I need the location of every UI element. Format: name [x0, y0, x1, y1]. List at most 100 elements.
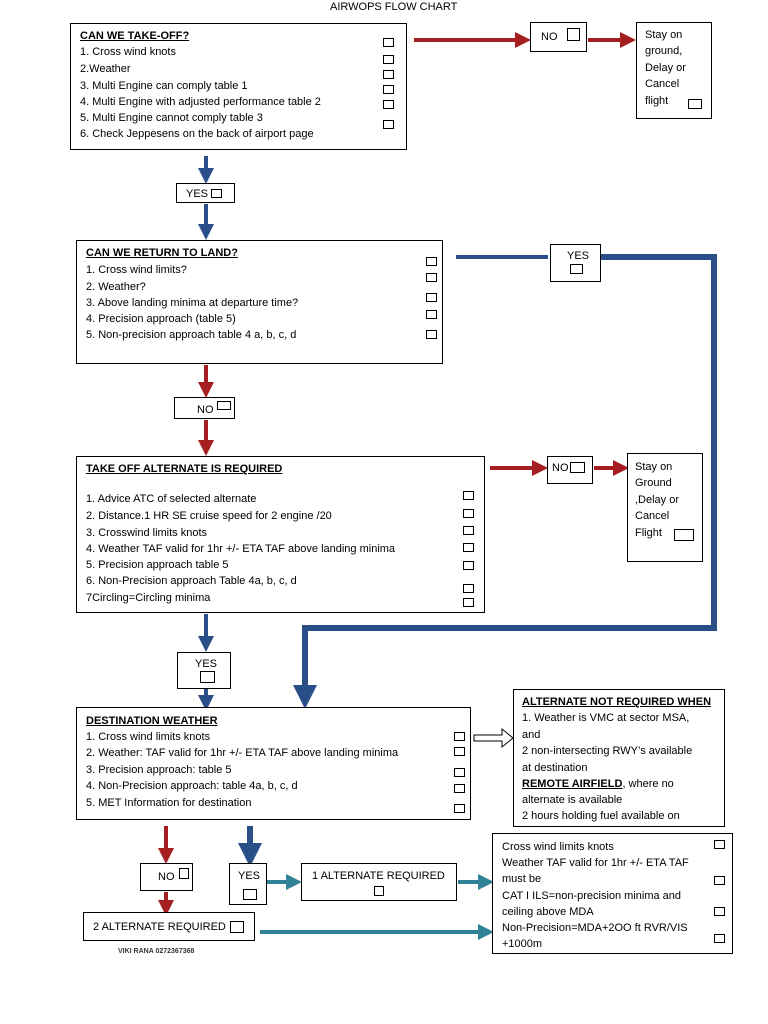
not-required-line: at destination: [522, 762, 588, 774]
return-item: 3. Above landing minima at departure tim…: [86, 297, 299, 309]
return-item: 5. Non-precision approach table 4 a, b, …: [86, 329, 297, 341]
not-required-line: alternate is available: [522, 794, 623, 806]
takeoff-box: CAN WE TAKE-OFF? 1. Cross wind knots 2.W…: [70, 23, 407, 150]
stay-text: flight: [645, 95, 669, 107]
takeoff-no-box: NO: [530, 22, 587, 52]
checkbox[interactable]: [383, 85, 394, 94]
stay-text: ,Delay or: [635, 494, 680, 506]
checkbox[interactable]: [463, 526, 474, 535]
not-required-line: and: [522, 729, 541, 741]
checkbox[interactable]: [463, 598, 474, 607]
destination-box: DESTINATION WEATHER 1. Cross wind limits…: [76, 707, 471, 820]
return-box: CAN WE RETURN TO LAND? 1. Cross wind lim…: [76, 240, 443, 364]
destination-title: DESTINATION WEATHER: [86, 715, 218, 727]
checkbox[interactable]: [426, 293, 437, 302]
checkbox[interactable]: [463, 543, 474, 552]
remote-airfield-rest: , where no: [622, 778, 674, 790]
yes-label: YES: [195, 658, 218, 670]
destination-item: 5. MET Information for destination: [86, 797, 252, 809]
requirement-line: ceiling above MDA: [502, 906, 594, 918]
checkbox[interactable]: [383, 38, 394, 47]
yes-box-3: YES: [177, 652, 231, 689]
takeoff-item: 3. Multi Engine can comply table 1: [80, 80, 248, 92]
checkbox[interactable]: [454, 747, 465, 756]
no-label: NO: [197, 404, 214, 416]
destination-item: 2. Weather: TAF valid for 1hr +/- ETA TA…: [86, 747, 399, 759]
checkbox[interactable]: [714, 907, 725, 916]
alternate-box: TAKE OFF ALTERNATE IS REQUIRED 1. Advice…: [76, 456, 485, 613]
remote-airfield-line: REMOTE AIRFIELD, where no: [522, 776, 674, 792]
checkbox[interactable]: [570, 264, 583, 274]
takeoff-item: 5. Multi Engine cannot comply table 3: [80, 112, 263, 124]
no-box-4: NO: [140, 863, 193, 891]
checkbox[interactable]: [714, 934, 725, 943]
takeoff-item: 1. Cross wind knots: [80, 46, 176, 58]
checkbox[interactable]: [714, 876, 725, 885]
two-alternate-box: 2 ALTERNATE REQUIRED: [83, 912, 255, 941]
takeoff-item: 6. Check Jeppesens on the back of airpor…: [80, 128, 314, 140]
stay-text: Delay or: [645, 62, 686, 74]
checkbox[interactable]: [463, 561, 474, 570]
requirement-line: Non-Precision=MDA+2OO ft RVR/VIS: [502, 922, 688, 934]
checkbox[interactable]: [426, 257, 437, 266]
yes-label: YES: [567, 250, 590, 262]
checkbox[interactable]: [454, 784, 465, 793]
return-item: 1. Cross wind limits?: [86, 264, 187, 276]
checkbox[interactable]: [567, 28, 580, 41]
no-label: NO: [541, 31, 558, 43]
checkbox[interactable]: [426, 330, 437, 339]
alternate-item: 6. Non-Precision approach Table 4a, b, c…: [86, 575, 297, 587]
alternate-title: TAKE OFF ALTERNATE IS REQUIRED: [86, 463, 283, 475]
checkbox[interactable]: [454, 804, 465, 813]
return-item: 4. Precision approach (table 5): [86, 313, 236, 325]
no-label: NO: [552, 462, 569, 474]
checkbox[interactable]: [454, 732, 465, 741]
checkbox[interactable]: [217, 401, 231, 410]
checkbox[interactable]: [570, 462, 585, 473]
requirement-line: Weather TAF valid for 1hr +/- ETA TAF: [502, 857, 689, 869]
alternate-item: 7Circling=Circling minima: [86, 592, 211, 604]
checkbox[interactable]: [230, 921, 244, 933]
takeoff-title: CAN WE TAKE-OFF?: [80, 30, 190, 42]
author-credit: VIKI RANA 0272367368: [118, 948, 195, 955]
requirement-line: +1000m: [502, 938, 543, 950]
checkbox[interactable]: [383, 70, 394, 79]
checkbox[interactable]: [688, 99, 702, 109]
not-required-line: 2 non-intersecting RWY’s available: [522, 745, 693, 757]
alternate-item: 3. Crosswind limits knots: [86, 527, 208, 539]
checkbox[interactable]: [454, 768, 465, 777]
stay-text: Cancel: [635, 510, 670, 522]
return-title: CAN WE RETURN TO LAND?: [86, 247, 238, 259]
no-box: NO: [174, 397, 235, 419]
destination-item: 1. Cross wind limits knots: [86, 731, 211, 743]
checkbox[interactable]: [463, 509, 474, 518]
checkbox[interactable]: [463, 584, 474, 593]
checkbox[interactable]: [243, 889, 257, 900]
not-required-box: ALTERNATE NOT REQUIRED WHEN 1. Weather i…: [513, 689, 725, 827]
yes-label: YES: [238, 870, 261, 882]
requirement-line: must be: [502, 873, 542, 885]
checkbox[interactable]: [674, 529, 694, 541]
checkbox[interactable]: [426, 273, 437, 282]
checkbox[interactable]: [374, 886, 384, 896]
checkbox[interactable]: [463, 491, 474, 500]
checkbox[interactable]: [211, 189, 222, 198]
alternate-no-box: NO: [547, 456, 593, 484]
checkbox[interactable]: [383, 120, 394, 129]
requirements-box: Cross wind limits knots Weather TAF vali…: [492, 833, 733, 954]
return-yes-box: YES: [550, 244, 601, 282]
stay-on-ground-box-2: Stay on Ground ,Delay or Cancel Flight: [627, 453, 703, 562]
hollow-arrow-destination-to-not-required: [473, 727, 514, 749]
checkbox[interactable]: [426, 310, 437, 319]
checkbox[interactable]: [200, 671, 215, 683]
no-label: NO: [158, 871, 175, 883]
checkbox[interactable]: [179, 868, 189, 879]
chart-title: AIRWOPS FLOW CHART: [330, 1, 458, 13]
two-alternate-label: 2 ALTERNATE REQUIRED: [93, 921, 226, 933]
destination-item: 3. Precision approach: table 5: [86, 764, 232, 776]
stay-text: Ground: [635, 477, 672, 489]
checkbox[interactable]: [383, 55, 394, 64]
checkbox[interactable]: [714, 840, 725, 849]
checkbox[interactable]: [383, 100, 394, 109]
